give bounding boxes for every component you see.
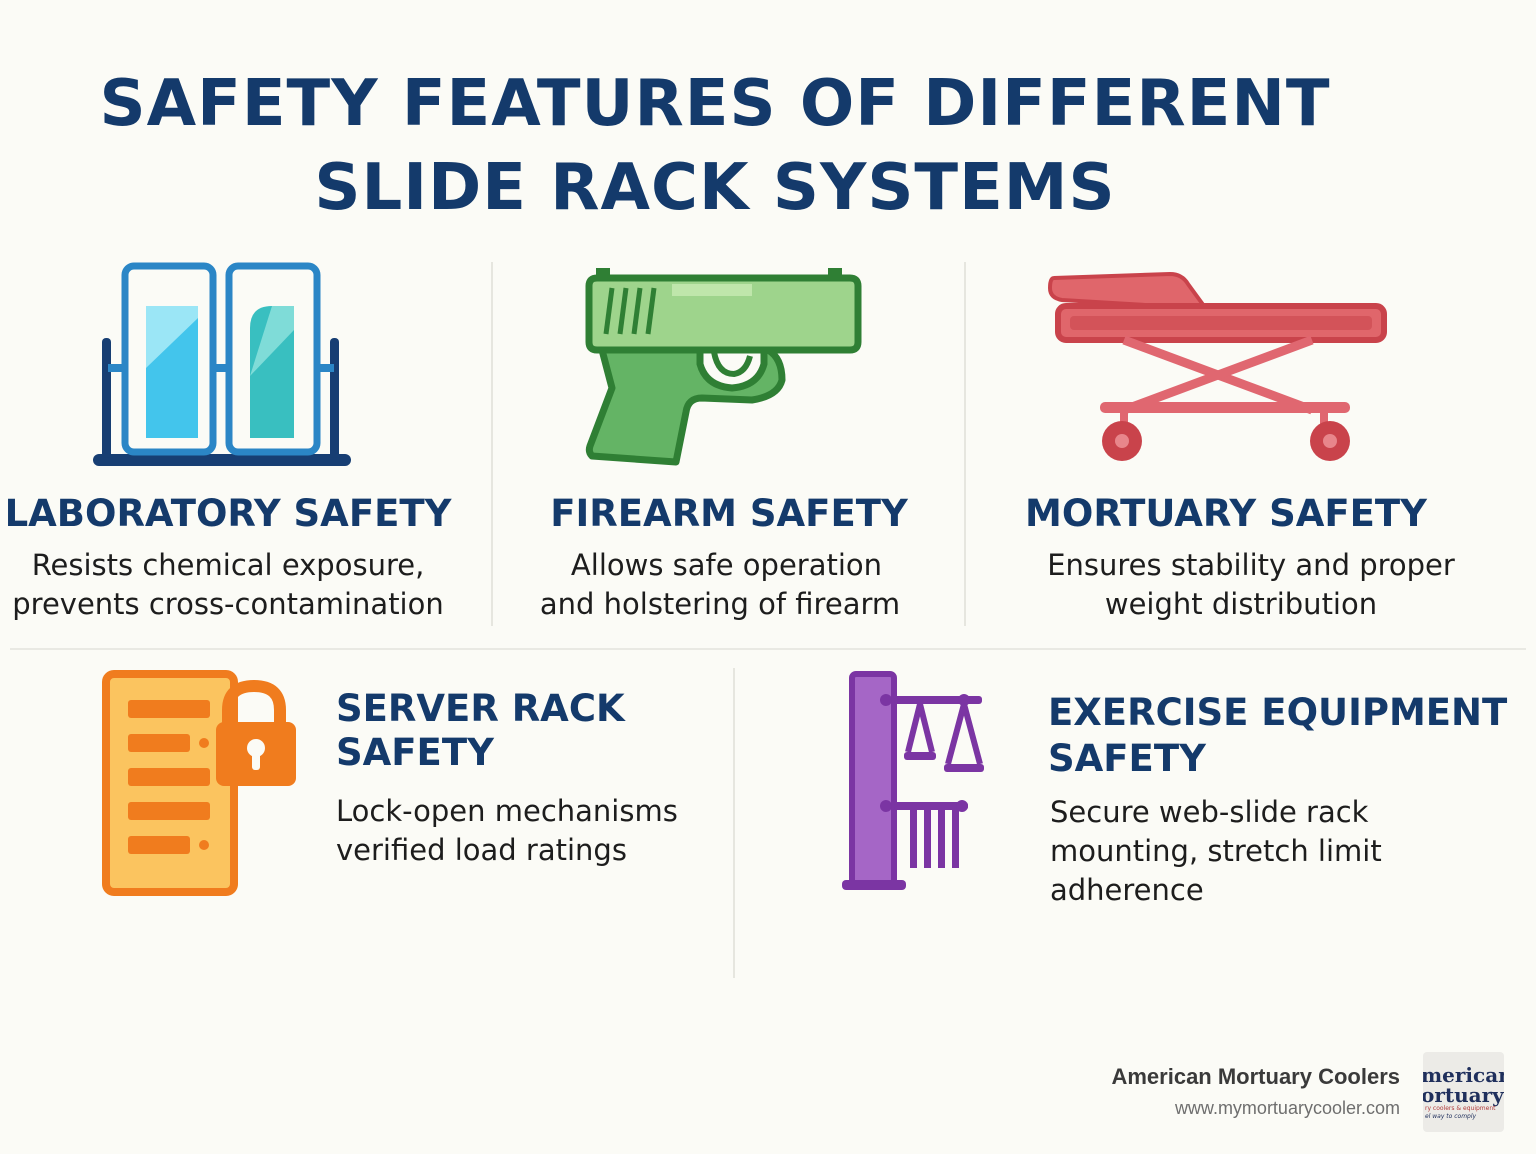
handgun-icon xyxy=(585,268,862,466)
title-line-2: SLIDE RACK SYSTEMS xyxy=(314,151,1116,225)
exercise-desc-line2: mounting, stretch limit xyxy=(1050,834,1382,868)
exercise-title-line1: EXERCISE EQUIPMENT xyxy=(1048,691,1508,734)
brand-logo-graphic: merican ortuary ry coolers & equipment e… xyxy=(1423,1063,1504,1120)
server-rack-desc-line2: verified load ratings xyxy=(336,833,627,867)
weight-rack-icon xyxy=(842,671,984,890)
server-rack-desc-line1: Lock-open mechanisms xyxy=(336,794,678,828)
divider-vertical-2 xyxy=(964,262,966,626)
server-rack-title-line1: SERVER RACK xyxy=(336,687,625,730)
mortuary-desc-line1: Ensures stability and proper xyxy=(1047,548,1455,582)
page-title: SAFETY FEATURES OF DIFFERENT SLIDE RACK … xyxy=(0,62,1430,230)
firearm-desc-line1: Allows safe operation xyxy=(570,548,883,582)
svg-text:merican: merican xyxy=(1423,1063,1504,1087)
stretcher-icon xyxy=(1047,271,1387,461)
firearm-desc-line2: and holstering of firearm xyxy=(539,587,901,621)
laboratory-desc-line2: prevents cross-contamination xyxy=(12,587,444,621)
mortuary-title: MORTUARY SAFETY xyxy=(1025,492,1427,535)
svg-text:el way to comply: el way to comply xyxy=(1425,1113,1477,1120)
svg-text:ry coolers & equipment: ry coolers & equipment xyxy=(1425,1105,1496,1112)
exercise-desc-line1: Secure web-slide rack xyxy=(1050,795,1369,829)
test-tube-rack-icon xyxy=(93,262,351,466)
laboratory-desc-line1: Resists chemical exposure, xyxy=(31,548,425,582)
divider-horizontal xyxy=(10,648,1526,650)
brand-url[interactable]: www.mymortuarycooler.com xyxy=(1174,1098,1400,1118)
title-line-1: SAFETY FEATURES OF DIFFERENT xyxy=(99,67,1331,141)
brand-logo: merican ortuary ry coolers & equipment e… xyxy=(1423,1052,1504,1132)
laboratory-title: LABORATORY SAFETY xyxy=(4,492,452,535)
server-lock-icon xyxy=(102,670,296,896)
exercise-title-line2: SAFETY xyxy=(1048,737,1206,780)
mortuary-desc-line2: weight distribution xyxy=(1104,587,1378,621)
brand-name: American Mortuary Coolers xyxy=(1111,1064,1400,1089)
divider-vertical-1 xyxy=(491,262,493,626)
exercise-desc-line3: adherence xyxy=(1050,873,1204,907)
server-rack-title-line2: SAFETY xyxy=(336,731,494,774)
firearm-title: FIREARM SAFETY xyxy=(550,492,908,535)
svg-text:ortuary: ortuary xyxy=(1423,1083,1504,1107)
divider-vertical-3 xyxy=(733,668,735,978)
